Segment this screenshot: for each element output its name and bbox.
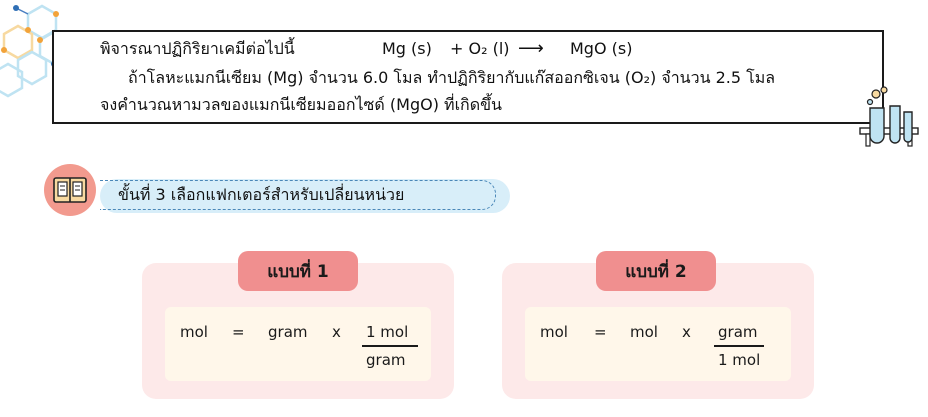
- formula-1-numerator: 1 mol: [366, 323, 409, 341]
- problem-line-3: จงคำนวณหามวลของแมกนีเซียมออกไซด์ (MgO) ท…: [100, 95, 502, 114]
- problem-box: [52, 30, 884, 124]
- step-banner: [100, 179, 510, 213]
- formula-2-equals: =: [594, 323, 607, 341]
- step-label: ขั้นที่ 3 เลือกแฟกเตอร์สำหรับเปลี่ยนหน่ว…: [118, 185, 405, 204]
- equation-product-mgo: MgO (s): [570, 39, 633, 58]
- formula-2-times: x: [682, 323, 691, 341]
- formula-1-equals: =: [232, 323, 245, 341]
- book-icon: [53, 177, 87, 203]
- formula-2-denominator: 1 mol: [718, 351, 761, 369]
- formula-1-denominator: gram: [366, 351, 406, 369]
- formula-2-fraction-bar: [714, 345, 764, 347]
- formula-1-fraction-bar: [362, 345, 418, 347]
- method-title-1: แบบที่ 1: [238, 251, 358, 291]
- formula-2-lhs: mol: [540, 323, 568, 341]
- problem-line-2: ถ้าโลหะแมกนีเซียม (Mg) จำนวน 6.0 โมล ทำป…: [128, 68, 776, 87]
- formula-1-lhs: mol: [180, 323, 208, 341]
- formula-1-term: gram: [268, 323, 308, 341]
- method-title-2: แบบที่ 2: [596, 251, 716, 291]
- problem-line-1: พิจารณาปฏิกิริยาเคมีต่อไปนี้ Mg (s) + O₂…: [100, 38, 632, 60]
- step-banner-border: [100, 180, 496, 210]
- formula-1-times: x: [332, 323, 341, 341]
- formula-2-term: mol: [630, 323, 658, 341]
- problem-intro: พิจารณาปฏิกิริยาเคมีต่อไปนี้: [100, 39, 295, 58]
- laboratory-flask-icon: [859, 86, 919, 147]
- formula-box-2: [525, 307, 791, 381]
- formula-box-1: [165, 307, 431, 381]
- equation-arrow: ⟶: [518, 38, 544, 59]
- equation-reactant-o2: + O₂ (l): [450, 39, 510, 58]
- formula-2-numerator: gram: [718, 323, 758, 341]
- equation-reactant-mg: Mg (s): [382, 39, 432, 58]
